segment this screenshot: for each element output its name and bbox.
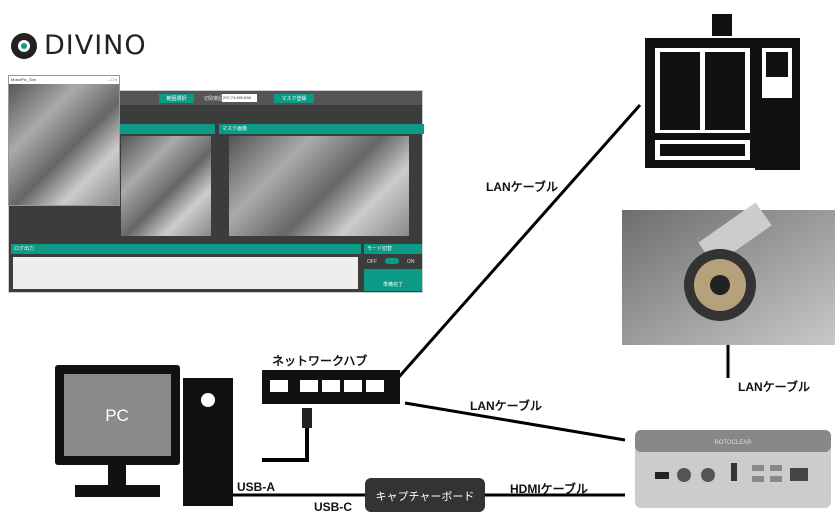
usb-c-label: USB-C xyxy=(314,500,352,514)
hub-cable xyxy=(262,428,309,462)
usb-a-label: USB-A xyxy=(237,480,275,494)
off-label: OFF xyxy=(367,259,377,265)
capture-board xyxy=(365,478,485,512)
mode-toggle[interactable] xyxy=(385,258,399,264)
cnc-machine-icon xyxy=(645,14,800,170)
mask-image xyxy=(229,136,409,236)
mode-header: モード切替 xyxy=(364,244,422,254)
on-label: ON xyxy=(407,259,415,265)
lan-cable-controller-label: LANケーブル xyxy=(470,399,542,413)
ready-button[interactable]: 準備完了 xyxy=(364,269,422,291)
logo-text: DIVINO xyxy=(44,30,147,61)
crop-input[interactable]: 297,74,890,636 xyxy=(222,94,257,102)
lan-cable-camera-label: LANケーブル xyxy=(738,380,810,394)
capture-board-label: キャプチャーボード xyxy=(376,490,475,503)
divino-logo: DIVINO xyxy=(10,30,147,61)
crop-label: 切取範囲 xyxy=(204,96,225,102)
camera-image xyxy=(121,136,211,236)
controller-brand: ROTOCLEAR xyxy=(714,440,752,446)
lan-cable-cnc-label: LANケーブル xyxy=(486,180,558,194)
mask-image-header: マスク画像 xyxy=(219,124,424,134)
lan-plug-icon xyxy=(302,408,312,428)
log-area[interactable] xyxy=(13,257,358,289)
window-controls-icon[interactable]: – □ × xyxy=(107,77,117,82)
log-header: ログ出力 xyxy=(11,244,361,254)
camera-aperture-icon xyxy=(11,32,37,59)
lan-cable-controller xyxy=(404,401,626,442)
range-select-button[interactable]: 範囲選択 xyxy=(159,94,194,103)
lan-cable-cnc xyxy=(396,104,642,379)
network-hub-label: ネットワークハブ xyxy=(272,354,368,368)
mask-register-button[interactable]: マスク登録 xyxy=(274,94,314,103)
camera-photo xyxy=(622,202,835,345)
ready-label: 準備完了 xyxy=(382,282,403,288)
controller-box: ROTOCLEAR xyxy=(635,430,831,508)
pc-label: PC xyxy=(105,406,129,425)
popup-window: MotorPic_Sim – □ × xyxy=(8,75,120,206)
network-hub-icon xyxy=(262,370,400,404)
popup-title: MotorPic_Sim xyxy=(11,77,36,82)
hdmi-cable-label: HDMIケーブル xyxy=(510,482,588,496)
popup-image xyxy=(9,84,119,205)
pc-icon: PC xyxy=(55,365,233,506)
